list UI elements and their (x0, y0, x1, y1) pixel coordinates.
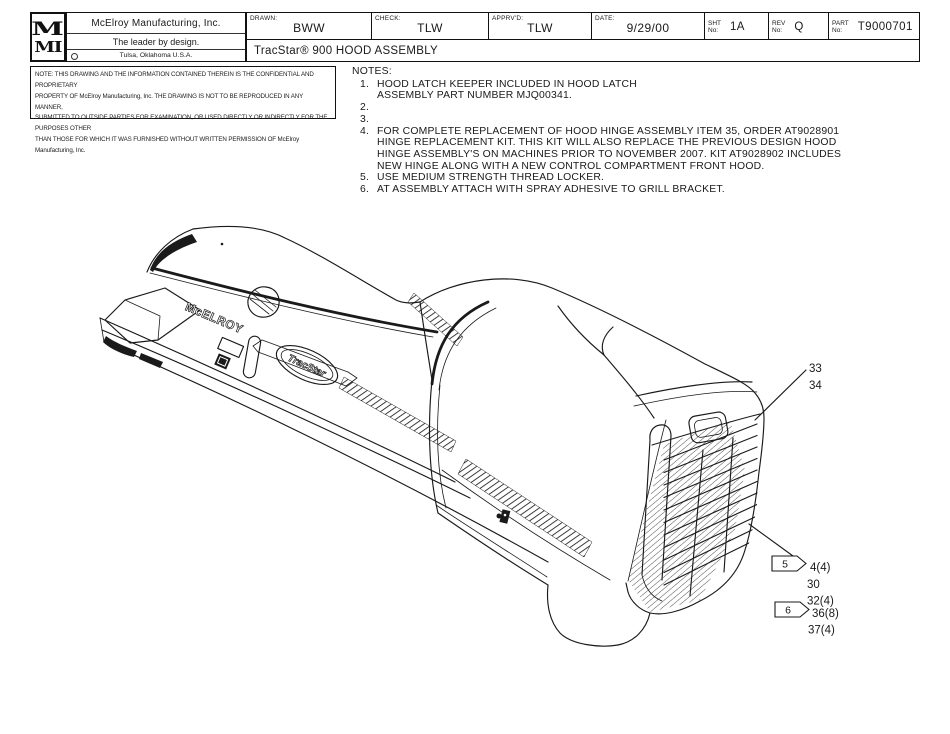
note-number: 6. (360, 184, 370, 196)
copyright-icon (71, 53, 78, 60)
machine-drawing: McELROY TracStar (99, 225, 839, 647)
field-part-label2: No: (832, 27, 843, 34)
tracstar-emblem: TracStar (275, 344, 339, 386)
note-item-1: 1. HOOD LATCH KEEPER INCLUDED IN HOOD LA… (352, 79, 917, 102)
field-part-value: T9000701 (857, 21, 913, 33)
lid-rivet (220, 242, 224, 246)
left-foot (103, 336, 137, 357)
serial-badge (214, 336, 245, 370)
flag-6-number: 6 (785, 605, 791, 617)
field-drawn-label: DRAWN: (250, 14, 278, 22)
note-number: 4. (360, 125, 370, 137)
field-date-value: 9/29/00 (626, 21, 670, 35)
note-text: AT ASSEMBLY ATTACH WITH SPRAY ADHESIVE T… (377, 184, 725, 196)
company-name: McElroy Manufacturing, Inc. (67, 13, 245, 34)
flag-5-number: 5 (782, 559, 788, 571)
callout-34: 34 (809, 380, 822, 392)
field-rev-label: REV (772, 19, 786, 27)
confidentiality-note: NOTE: THIS DRAWING AND THE INFORMATION C… (30, 66, 336, 154)
note-number: 2. (360, 102, 370, 114)
logo-letters-mi: MI (34, 37, 62, 56)
notes-block: NOTES: 1. HOOD LATCH KEEPER INCLUDED IN … (352, 66, 917, 196)
field-apprvd-value: TLW (527, 21, 553, 35)
note-number: 3. (360, 113, 370, 125)
flag-6 (774, 601, 810, 618)
company-location: Tulsa, Oklahoma U.S.A. (119, 52, 193, 59)
note-text: HOOD LATCH KEEPER INCLUDED IN HOOD LATCH… (377, 78, 637, 102)
field-check-value: TLW (417, 21, 443, 35)
control-recess (104, 287, 201, 344)
company-location-row: Tulsa, Oklahoma U.S.A. (67, 50, 245, 61)
grill-shading (628, 420, 745, 612)
callout-30: 30 (807, 579, 820, 591)
callout-33: 33 (809, 363, 822, 375)
company-tagline: The leader by design. (67, 34, 245, 50)
lid-edge-shadow (150, 234, 197, 272)
hood-latch-slot (242, 335, 262, 379)
field-rev-no: REV No: Q (769, 13, 829, 39)
field-sheet-label2: No: (708, 27, 719, 34)
field-sheet-value: 1A (730, 21, 745, 33)
leader-line-33 (754, 369, 807, 421)
seal-band (407, 292, 464, 347)
note-item-5: 5. USE MEDIUM STRENGTH THREAD LOCKER. (352, 172, 917, 184)
field-apprvd-label: APPRV'D: (492, 14, 524, 22)
notes-heading: NOTES: (352, 66, 392, 77)
field-drawn: DRAWN: BWW (247, 13, 372, 39)
fuel-cap (247, 286, 280, 318)
field-apprvd: APPRV'D: TLW (489, 13, 592, 39)
note-text: USE MEDIUM STRENGTH THREAD LOCKER. (377, 172, 605, 184)
field-part-label: PART (832, 19, 849, 27)
vent-band-right (457, 458, 593, 558)
mcelroy-side-label: McELROY (183, 300, 245, 337)
left-foot-2 (139, 353, 163, 368)
note-item-2: 2. (352, 102, 917, 114)
logo-letter-m: M (31, 17, 65, 40)
note-item-3: 3. (352, 114, 917, 126)
vent-band-left (338, 376, 457, 453)
mcelroy-logo: M MI (30, 12, 66, 62)
field-sheet-no: SHT No: 1A (705, 13, 769, 39)
control-hood: McELROY TracStar (99, 225, 549, 563)
note-item-4: 4. FOR COMPLETE REPLACEMENT OF HOOD HING… (352, 126, 917, 173)
flag-5 (771, 555, 807, 572)
small-emblem (496, 509, 511, 524)
callout-32: 32(4) (807, 596, 834, 608)
field-sheet-label: SHT (708, 19, 721, 27)
note-item-6: 6. AT ASSEMBLY ATTACH WITH SPRAY ADHESIV… (352, 184, 917, 196)
engine-hood (419, 278, 765, 647)
callout-4: 4(4) (810, 562, 831, 574)
callouts: 33 34 5 4(4) 30 32(4) 6 36(8) 37(4) (748, 363, 839, 637)
field-date: DATE: 9/29/00 (592, 13, 705, 39)
field-rev-value: Q (794, 21, 804, 33)
field-check: CHECK: TLW (372, 13, 489, 39)
field-check-label: CHECK: (375, 14, 401, 22)
note-number: 5. (360, 172, 370, 184)
company-box: McElroy Manufacturing, Inc. The leader b… (66, 12, 246, 62)
drawing-title: TracStar® 900 HOOD ASSEMBLY (246, 39, 920, 62)
note-text: FOR COMPLETE REPLACEMENT OF HOOD HINGE A… (377, 125, 842, 172)
grill (628, 420, 758, 612)
callout-36: 36(8) (812, 608, 839, 620)
field-date-label: DATE: (595, 14, 615, 22)
field-part-no: PART No: T9000701 (829, 13, 919, 39)
note-number: 1. (360, 78, 370, 90)
callout-37: 37(4) (808, 625, 835, 637)
field-drawn-value: BWW (293, 21, 325, 35)
field-rev-label2: No: (772, 27, 783, 34)
